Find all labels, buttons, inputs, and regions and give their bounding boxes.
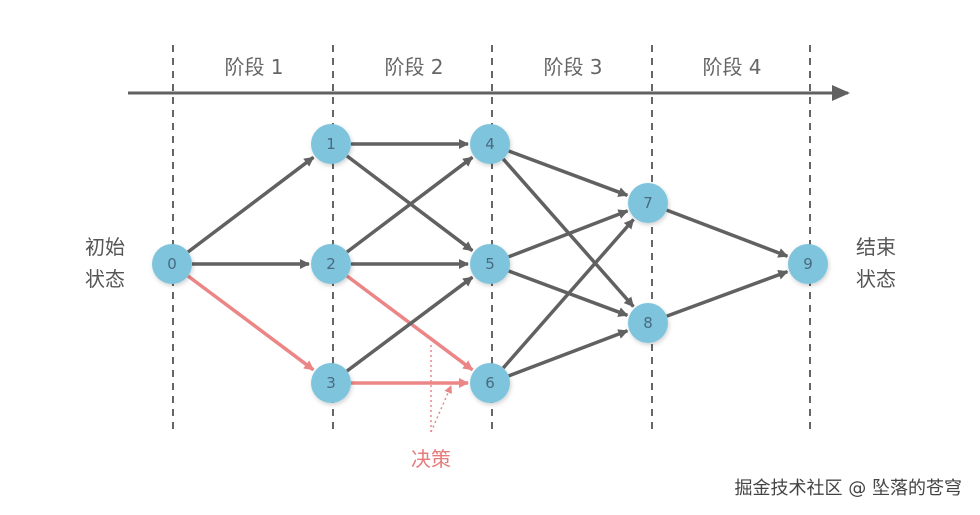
end-state-label-line1: 结束: [856, 235, 896, 259]
state-node-4: 4: [470, 124, 510, 164]
stage-label-1: 阶段 1: [224, 55, 283, 79]
state-node-circle: [311, 363, 351, 403]
edge-5-to-7: [508, 209, 629, 259]
state-node-7: 7: [628, 183, 668, 223]
edges: [186, 139, 789, 388]
edge-2-to-4: [345, 155, 474, 254]
state-node-label: 9: [803, 255, 813, 273]
state-node-label: 8: [643, 314, 653, 332]
start-state-label-line2: 状态: [85, 267, 125, 291]
state-node-6: 6: [470, 363, 510, 403]
state-node-8: 8: [628, 303, 668, 343]
edge-3-to-5: [345, 275, 474, 373]
edge-4-to-7: [508, 149, 629, 197]
end-state-label-line2: 状态: [856, 267, 896, 291]
state-node-circle: [788, 244, 828, 284]
state-node-circle: [311, 124, 351, 164]
state-node-5: 5: [470, 244, 510, 284]
state-node-label: 1: [326, 135, 336, 153]
stage-label-4: 阶段 4: [702, 55, 761, 79]
state-node-circle: [628, 303, 668, 343]
state-node-label: 4: [485, 135, 495, 153]
state-node-circle: [470, 124, 510, 164]
state-node-label: 3: [326, 374, 336, 392]
decision-pointer-line: [430, 385, 452, 433]
decision-pointer: [430, 342, 452, 433]
state-node-label: 6: [485, 374, 495, 392]
state-node-label: 5: [485, 255, 495, 273]
edge-7-to-9: [666, 208, 789, 258]
state-node-3: 3: [311, 363, 351, 403]
stage-label-3: 阶段 3: [543, 55, 602, 79]
state-node-9: 9: [788, 244, 828, 284]
state-node-circle: [152, 244, 192, 284]
stage-label-2: 阶段 2: [384, 55, 443, 79]
state-node-label: 2: [326, 255, 336, 273]
nodes: 0 1 2 3 4 5 6 7 8 9: [152, 124, 828, 403]
state-node-0: 0: [152, 244, 192, 284]
edge-8-to-9: [666, 269, 789, 318]
state-node-circle: [628, 183, 668, 223]
start-state-label-line1: 初始: [85, 235, 125, 259]
state-node-label: 0: [167, 255, 177, 273]
watermark-text: 掘金技术社区 @ 坠落的苍穹: [735, 478, 962, 499]
state-node-label: 7: [643, 194, 653, 212]
edge-6-to-8: [508, 329, 629, 378]
state-node-circle: [311, 244, 351, 284]
state-node-1: 1: [311, 124, 351, 164]
state-node-2: 2: [311, 244, 351, 284]
edge-0-to-3: [186, 274, 315, 372]
edge-6-to-7: [501, 218, 635, 370]
edge-0-to-1: [186, 155, 315, 254]
state-node-circle: [470, 244, 510, 284]
decision-label: 决策: [411, 447, 451, 471]
state-node-circle: [470, 363, 510, 403]
